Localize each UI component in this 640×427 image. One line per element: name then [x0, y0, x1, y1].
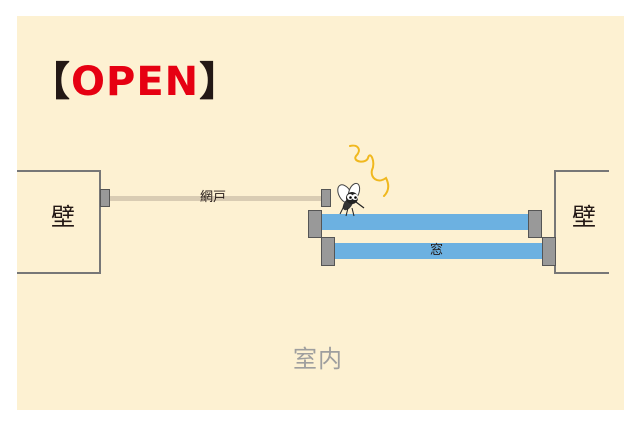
screen-label: 網戸: [200, 190, 227, 205]
front-window-pane: [320, 214, 530, 230]
right-wall: 壁: [554, 170, 609, 274]
left-wall: 壁: [17, 170, 101, 274]
right-wall-label: 壁: [572, 203, 596, 231]
front-pane-right-frame: [528, 210, 542, 238]
screen-rail-right-cap: [321, 189, 331, 207]
screen-rail-left-cap: [100, 189, 110, 207]
left-wall-label: 壁: [51, 203, 75, 231]
title-word: OPEN: [71, 59, 200, 105]
title-close-bracket: 】: [199, 59, 241, 105]
page-title: 【OPEN】: [30, 49, 240, 107]
window-label: 窓: [430, 243, 444, 258]
back-pane-left-frame: [321, 237, 335, 266]
title-open-bracket: 【: [30, 59, 71, 105]
back-window-pane: [334, 243, 544, 259]
mosquito-icon: [337, 144, 390, 217]
screen-rail: [108, 196, 323, 201]
back-pane-right-frame: [542, 237, 556, 266]
room-label: 室内: [293, 345, 343, 373]
squiggle-icon: [349, 144, 390, 197]
front-pane-left-frame: [308, 210, 322, 238]
